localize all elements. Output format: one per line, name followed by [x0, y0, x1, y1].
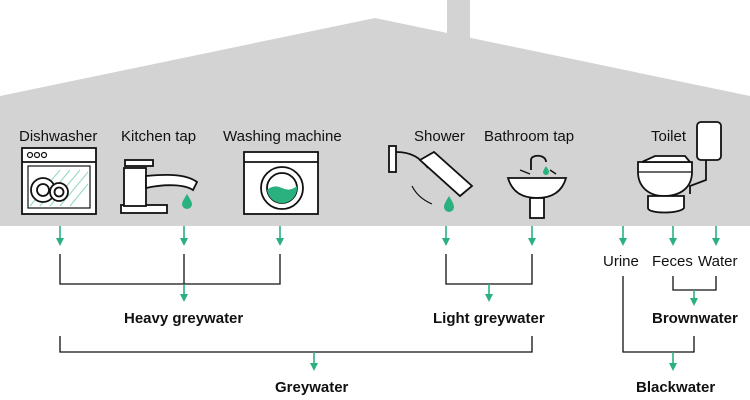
blackwater-bracket — [622, 276, 695, 371]
sink-icon — [506, 154, 568, 219]
output-label-urine: Urine — [603, 253, 639, 270]
washing-machine-icon — [243, 151, 319, 215]
shower-head-icon — [388, 145, 474, 212]
fixture-label-shower: Shower — [414, 128, 465, 145]
arrow-dishwasher — [56, 226, 64, 246]
category-heavy-greywater: Heavy greywater — [124, 310, 244, 327]
arrow-shower — [442, 226, 450, 246]
fixture-arrows — [56, 226, 720, 246]
output-label-feces: Feces — [652, 253, 693, 270]
output-label-water: Water — [698, 253, 738, 270]
arrow-urine — [619, 226, 627, 246]
fixture-label-kitchen-tap: Kitchen tap — [121, 128, 197, 145]
arrow-feces — [669, 226, 677, 246]
arrow-washing-machine — [276, 226, 284, 246]
chimney — [447, 0, 470, 40]
arrow-bathroom-tap — [528, 226, 536, 246]
toilet-icon — [637, 121, 722, 214]
heavy-greywater-bracket — [59, 254, 281, 302]
category-blackwater: Blackwater — [636, 379, 716, 396]
fixture-label-bathroom-tap: Bathroom tap — [484, 128, 575, 145]
brownwater-bracket — [672, 276, 717, 306]
faucet-icon — [120, 159, 199, 214]
category-light-greywater: Light greywater — [433, 310, 545, 327]
fixture-label-dishwasher: Dishwasher — [19, 128, 98, 145]
house-silhouette — [0, 0, 750, 226]
category-brownwater: Brownwater — [652, 310, 738, 327]
greywater-bracket — [59, 336, 533, 371]
house-body — [0, 18, 750, 226]
fixture-label-toilet: Toilet — [651, 128, 687, 145]
dishwasher-icon — [21, 147, 97, 215]
fixture-label-washing-machine: Washing machine — [223, 128, 342, 145]
arrow-kitchen-tap — [180, 226, 188, 246]
light-greywater-bracket — [445, 254, 533, 302]
arrow-water — [712, 226, 720, 246]
category-greywater: Greywater — [275, 379, 349, 396]
